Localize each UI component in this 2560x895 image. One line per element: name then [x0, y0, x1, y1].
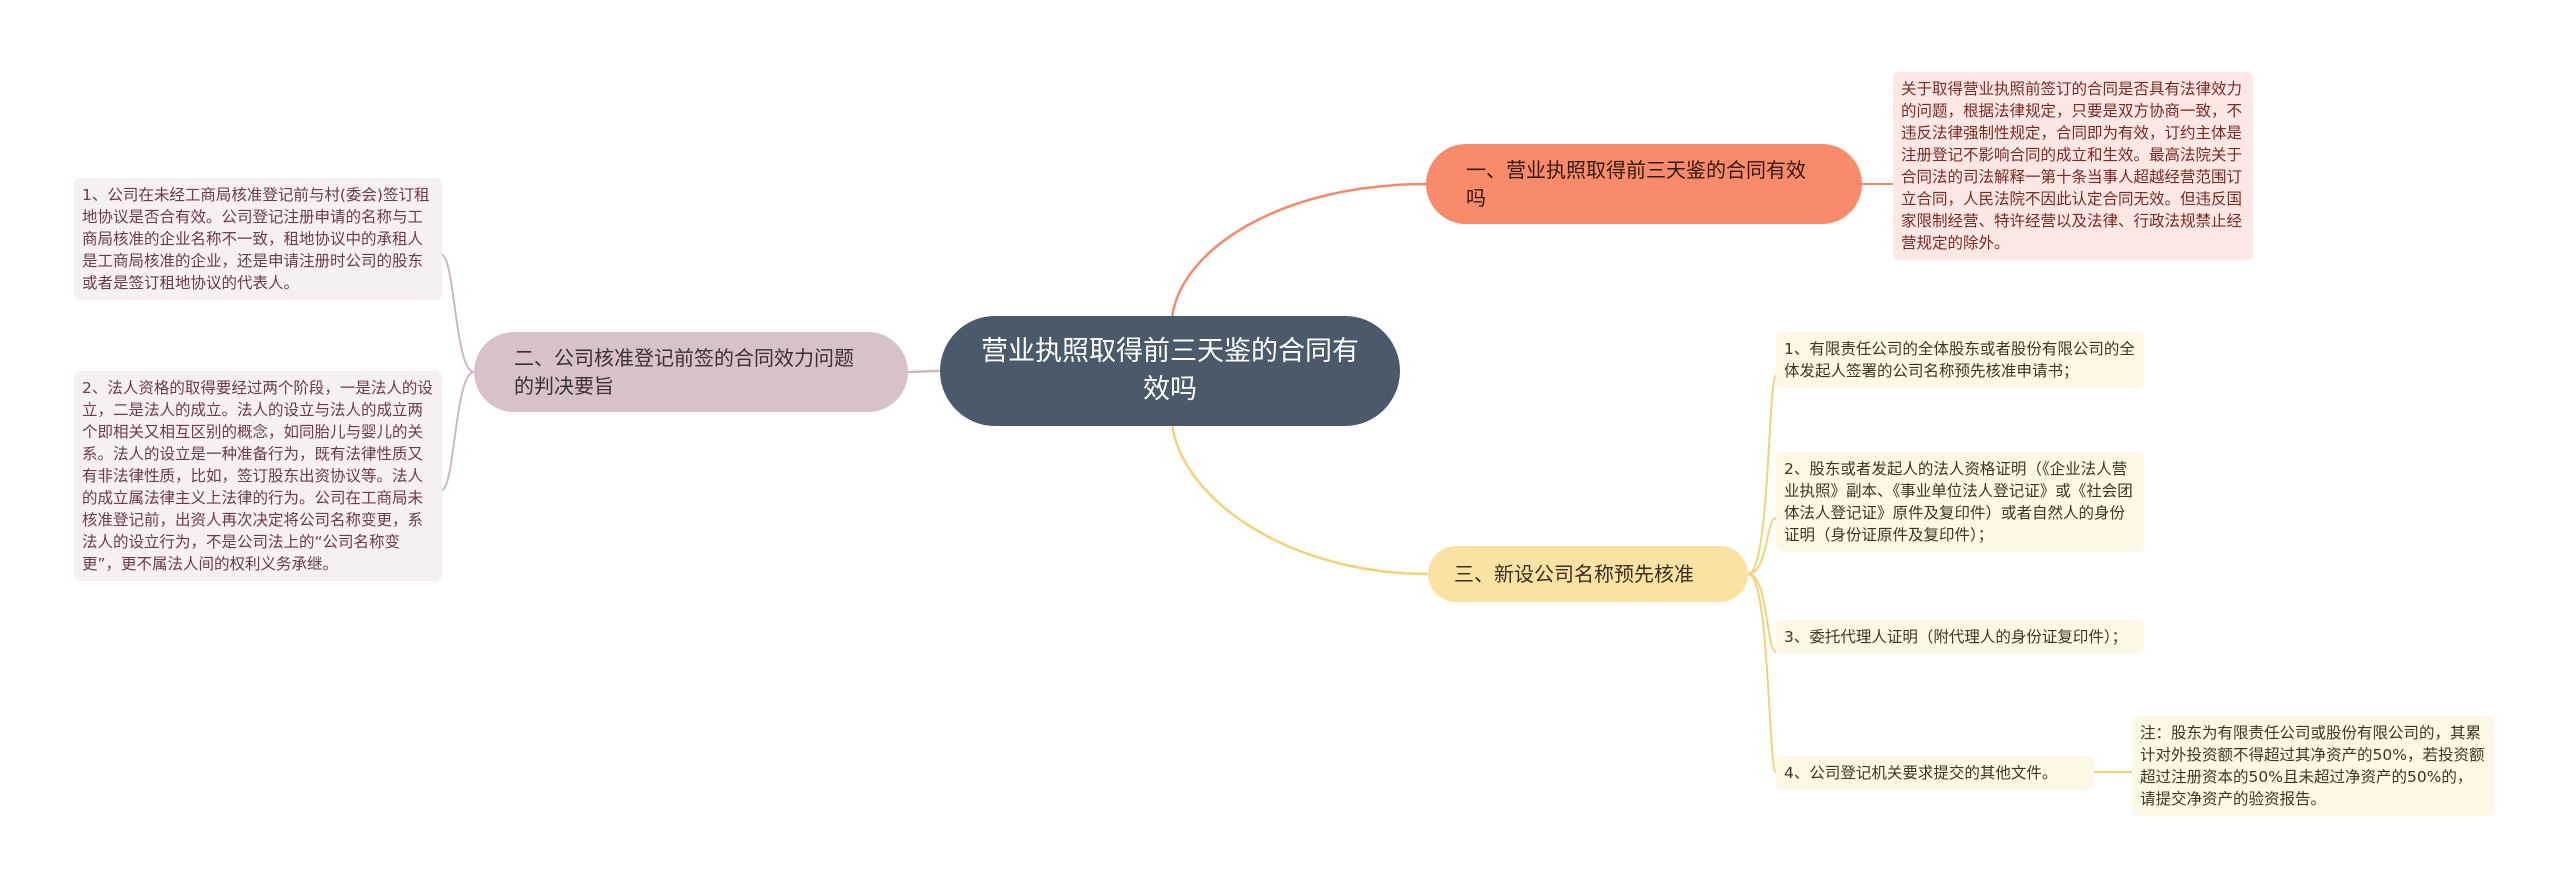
branch-3-leaf-3[interactable]: 3、委托代理人证明（附代理人的身份证复印件）；: [1776, 620, 2144, 654]
connector-branch3-leaf4: [1747, 573, 1777, 773]
branch-3-leaf-4-note-text: 注：股东为有限责任公司或股份有限公司的，其累计对外投资额不得超过其净资产的50%…: [2140, 724, 2485, 808]
connector-center-branch3: [1170, 423, 1429, 576]
branch-3[interactable]: 三、新设公司名称预先核准: [1428, 546, 1748, 602]
connector-branch2-leaf1: [441, 254, 475, 373]
connector-branch3-leaf2: [1747, 517, 1777, 575]
branch-3-leaf-1[interactable]: 1、有限责任公司的全体股东或者股份有限公司的全体发起人签署的公司名称预先核准申请…: [1776, 332, 2144, 388]
branch-2-leaf-2-text: 2、法人资格的取得要经过两个阶段，一是法人的设立，二是法人的成立。法人的设立与法…: [82, 379, 433, 573]
connector-branch2-leaf2: [441, 371, 475, 491]
connector-branch3-leaf1: [1747, 374, 1777, 575]
connector-center-branch1: [1170, 182, 1427, 319]
branch-2[interactable]: 二、公司核准登记前签的合同效力问题的判决要旨: [474, 332, 908, 412]
branch-1-label: 一、营业执照取得前三天鉴的合同有效吗: [1466, 158, 1806, 210]
branch-3-leaf-2-text: 2、股东或者发起人的法人资格证明（《企业法人营业执照》副本、《事业单位法人登记证…: [1784, 460, 2133, 544]
branch-2-leaf-1[interactable]: 1、公司在未经工商局核准登记前与村(委会)签订租地协议是否合有效。公司登记注册申…: [74, 178, 442, 300]
branch-3-label: 三、新设公司名称预先核准: [1454, 562, 1694, 586]
branch-1-leaf[interactable]: 关于取得营业执照前签订的合同是否具有法律效力的问题，根据法律规定，只要是双方协商…: [1893, 72, 2253, 260]
branch-1-leaf-text: 关于取得营业执照前签订的合同是否具有法律效力的问题，根据法律规定，只要是双方协商…: [1901, 80, 2243, 252]
central-topic[interactable]: 营业执照取得前三天鉴的合同有效吗: [940, 316, 1400, 426]
connector-center-branch2: [907, 369, 941, 374]
central-topic-label: 营业执照取得前三天鉴的合同有效吗: [981, 336, 1359, 405]
branch-1[interactable]: 一、营业执照取得前三天鉴的合同有效吗: [1426, 144, 1862, 224]
branch-3-leaf-4-note[interactable]: 注：股东为有限责任公司或股份有限公司的，其累计对外投资额不得超过其净资产的50%…: [2132, 716, 2494, 816]
branch-3-leaf-2[interactable]: 2、股东或者发起人的法人资格证明（《企业法人营业执照》副本、《事业单位法人登记证…: [1776, 452, 2144, 552]
branch-3-leaf-4[interactable]: 4、公司登记机关要求提交的其他文件。: [1776, 756, 2094, 790]
branch-2-leaf-1-text: 1、公司在未经工商局核准登记前与村(委会)签订租地协议是否合有效。公司登记注册申…: [82, 186, 430, 292]
branch-3-leaf-4-text: 4、公司登记机关要求提交的其他文件。: [1784, 764, 2058, 782]
connector-branch3-leaf3: [1747, 573, 1777, 653]
branch-2-leaf-2[interactable]: 2、法人资格的取得要经过两个阶段，一是法人的设立，二是法人的成立。法人的设立与法…: [74, 371, 442, 581]
branch-3-leaf-3-text: 3、委托代理人证明（附代理人的身份证复印件）；: [1784, 628, 2128, 646]
branch-2-label: 二、公司核准登记前签的合同效力问题的判决要旨: [514, 346, 854, 398]
branch-3-leaf-1-text: 1、有限责任公司的全体股东或者股份有限公司的全体发起人签署的公司名称预先核准申请…: [1784, 340, 2135, 380]
